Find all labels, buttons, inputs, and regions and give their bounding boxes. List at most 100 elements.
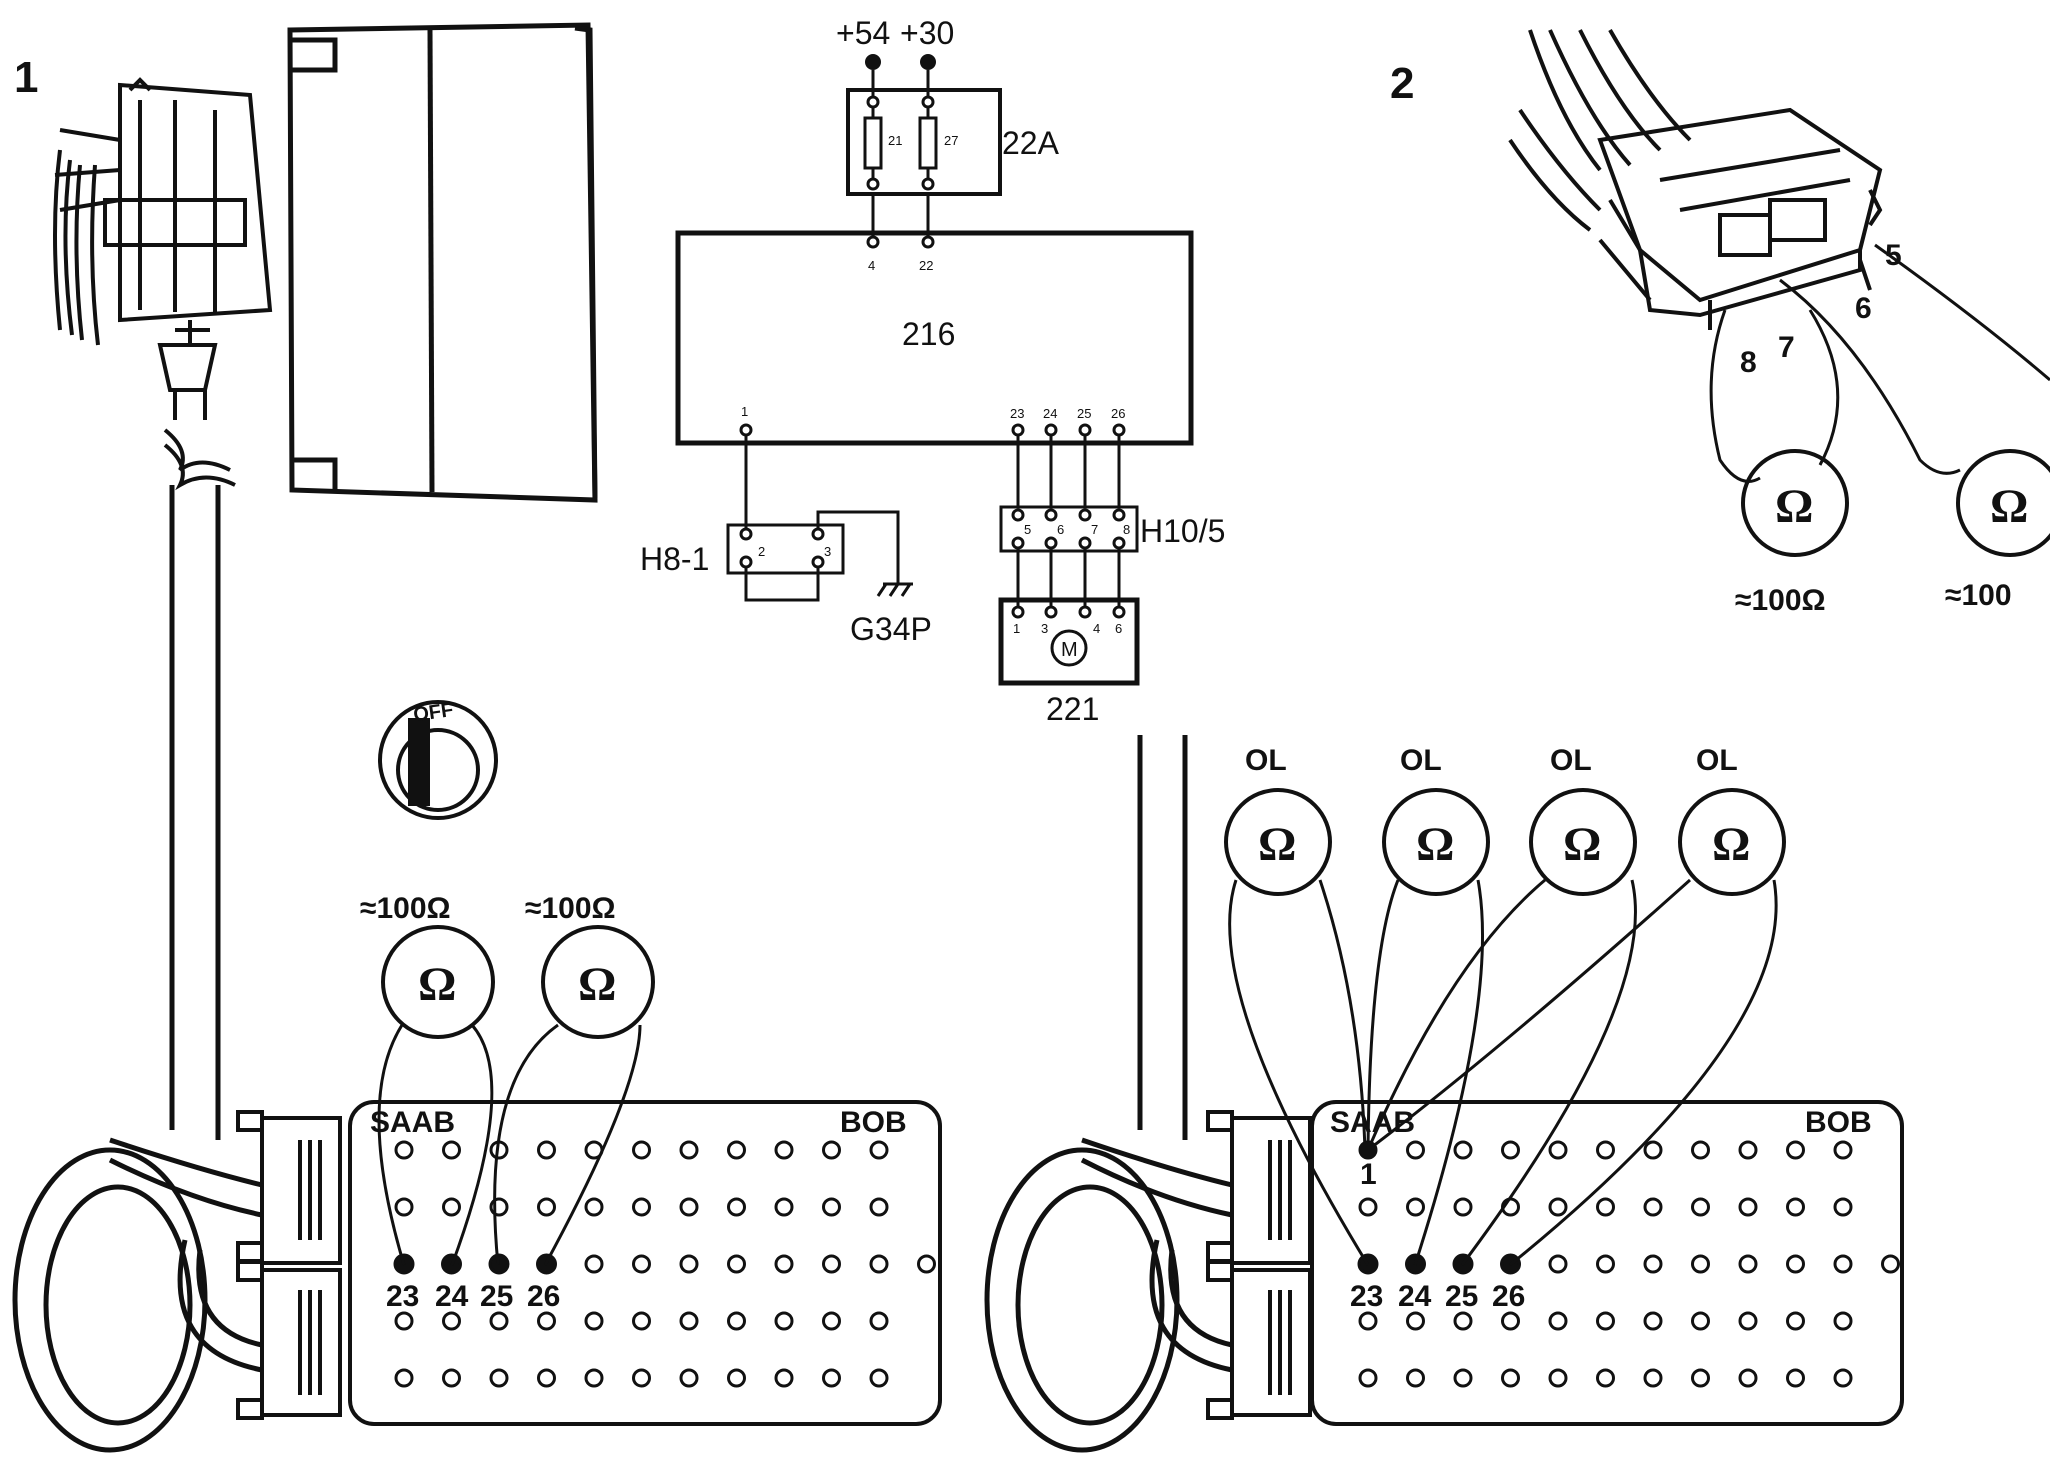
bob-pinhole bbox=[774, 1140, 794, 1160]
bob-pinhole bbox=[727, 1368, 746, 1388]
bob-pinhole bbox=[584, 1254, 604, 1274]
bob-pinhole bbox=[727, 1197, 746, 1217]
ohm-symbol: Ω bbox=[1258, 818, 1296, 871]
bob-pinhole bbox=[679, 1140, 699, 1160]
bob-pinhole bbox=[632, 1311, 651, 1331]
connector-h10-5 bbox=[999, 505, 1139, 553]
ol-reading-4: OL bbox=[1696, 744, 1738, 777]
instrument-panel bbox=[287, 22, 598, 503]
ecu-pin-1-label: 1 bbox=[741, 404, 748, 419]
panel1-reading-1: ≈100Ω bbox=[360, 892, 451, 925]
bob-pinhole bbox=[1786, 1140, 1805, 1160]
probe-leads-panel1 bbox=[377, 1023, 642, 1266]
panel2-reading-2: ≈100 bbox=[1945, 579, 2012, 612]
bob-left-pinholes bbox=[393, 1140, 936, 1388]
meter-panel2-a: Ω bbox=[1741, 449, 1849, 557]
terminal-30 bbox=[920, 54, 936, 70]
bob-pinhole bbox=[822, 1311, 841, 1331]
connector-h10-5-label: H10/5 bbox=[1140, 513, 1225, 549]
bob-pinhole bbox=[679, 1311, 699, 1331]
bob-left-pin-26: 26 bbox=[527, 1280, 560, 1313]
bob-pinhole bbox=[727, 1140, 746, 1160]
h10-pin-7: 7 bbox=[1091, 522, 1098, 537]
bob-pinhole bbox=[1643, 1254, 1663, 1274]
bob-pinhole bbox=[1548, 1311, 1568, 1331]
ohm-symbol: Ω bbox=[1775, 480, 1813, 533]
bob-pinhole bbox=[774, 1368, 794, 1388]
bob-pinhole bbox=[1738, 1311, 1758, 1331]
supply-label-54: +54 bbox=[836, 15, 890, 51]
bob-pinhole bbox=[1833, 1197, 1853, 1217]
h10-pin-6: 6 bbox=[1057, 522, 1064, 537]
h10-pin-8: 8 bbox=[1123, 522, 1130, 537]
bob-pinhole bbox=[442, 1311, 461, 1331]
bob-right-pinholes bbox=[1357, 1140, 1900, 1388]
bob-pinhole bbox=[917, 1254, 936, 1274]
ohm-symbol: Ω bbox=[1712, 818, 1750, 871]
bob-pinhole bbox=[584, 1197, 604, 1217]
bob-pinhole bbox=[1596, 1254, 1615, 1274]
ol-meter-2: Ω bbox=[1382, 788, 1490, 896]
bob-pinhole bbox=[489, 1311, 509, 1331]
bob-pinhole bbox=[679, 1197, 699, 1217]
ground-g34p: G34P bbox=[850, 611, 932, 647]
bob-pinhole bbox=[1833, 1140, 1853, 1160]
ohm-symbol: Ω bbox=[418, 958, 456, 1011]
ecu-label: 216 bbox=[902, 316, 955, 352]
bob-pinhole bbox=[442, 1368, 461, 1388]
bob-pinhole bbox=[1691, 1140, 1710, 1160]
bob-pinhole bbox=[1358, 1311, 1378, 1331]
ol-reading-3: OL bbox=[1550, 744, 1592, 777]
motor-pin-4: 4 bbox=[1093, 621, 1100, 636]
bob-pinhole bbox=[394, 1368, 414, 1388]
bob-pinhole bbox=[1548, 1368, 1568, 1388]
bob-pinhole bbox=[1596, 1311, 1615, 1331]
bob-pinhole bbox=[632, 1140, 651, 1160]
ol-meter-1: Ω bbox=[1224, 788, 1332, 896]
loop-cable-1 bbox=[12, 1137, 263, 1453]
bob-right-name: BOB bbox=[1805, 1106, 1872, 1139]
bob-pinhole bbox=[632, 1254, 651, 1274]
bob-right-pin-24: 24 bbox=[1398, 1280, 1432, 1313]
bob-pinhole bbox=[679, 1368, 699, 1388]
motor-pin-3: 3 bbox=[1041, 621, 1048, 636]
bob-pinhole bbox=[442, 1140, 461, 1160]
bob-pinhole bbox=[1833, 1368, 1853, 1388]
connector-illustration bbox=[53, 77, 273, 491]
bob-pinhole bbox=[1643, 1368, 1663, 1388]
ecu-pin-23: 23 bbox=[1010, 406, 1024, 421]
ecu-pin-25: 25 bbox=[1077, 406, 1091, 421]
ohm-symbol: Ω bbox=[1416, 818, 1454, 871]
bob-pinhole bbox=[537, 1368, 556, 1388]
bob-pinhole bbox=[1833, 1311, 1853, 1331]
ecu-pin-22-label: 22 bbox=[919, 258, 933, 273]
bob-pinhole bbox=[1453, 1140, 1473, 1160]
conn2-pin-8: 8 bbox=[1740, 346, 1757, 379]
ohm-symbol: Ω bbox=[1563, 818, 1601, 871]
bob-pinhole bbox=[822, 1254, 841, 1274]
bob-pinhole bbox=[1358, 1368, 1378, 1388]
bob-pinhole bbox=[1738, 1254, 1758, 1274]
bob-pinhole bbox=[1501, 1140, 1520, 1160]
bob-pinhole bbox=[1406, 1140, 1425, 1160]
bob-pinhole bbox=[727, 1254, 746, 1274]
bob-pinhole bbox=[1691, 1197, 1710, 1217]
bob-pinhole bbox=[1738, 1197, 1758, 1217]
bob-pinhole bbox=[774, 1254, 794, 1274]
bob-pinhole bbox=[394, 1140, 414, 1160]
ohm-symbol: Ω bbox=[1990, 480, 2028, 533]
motor-label-221: 221 bbox=[1046, 691, 1099, 727]
bob-pinhole bbox=[584, 1368, 604, 1388]
schematic: +54 +30 22A 21 27 4 22 216 1 bbox=[640, 15, 1225, 727]
bob-pinhole bbox=[1548, 1197, 1568, 1217]
bob-right-pin-25: 25 bbox=[1445, 1280, 1478, 1313]
bob-pinhole bbox=[774, 1311, 794, 1331]
fuse-27-label: 27 bbox=[944, 133, 958, 148]
bob-pinhole bbox=[727, 1311, 746, 1331]
bob-pinhole bbox=[822, 1140, 841, 1160]
bob-pinhole bbox=[822, 1368, 841, 1388]
bob-pinhole bbox=[869, 1254, 889, 1274]
bob-pinhole bbox=[1406, 1311, 1425, 1331]
conn2-pin-7: 7 bbox=[1778, 331, 1795, 364]
conn2-pin-5: 5 bbox=[1885, 239, 1902, 272]
